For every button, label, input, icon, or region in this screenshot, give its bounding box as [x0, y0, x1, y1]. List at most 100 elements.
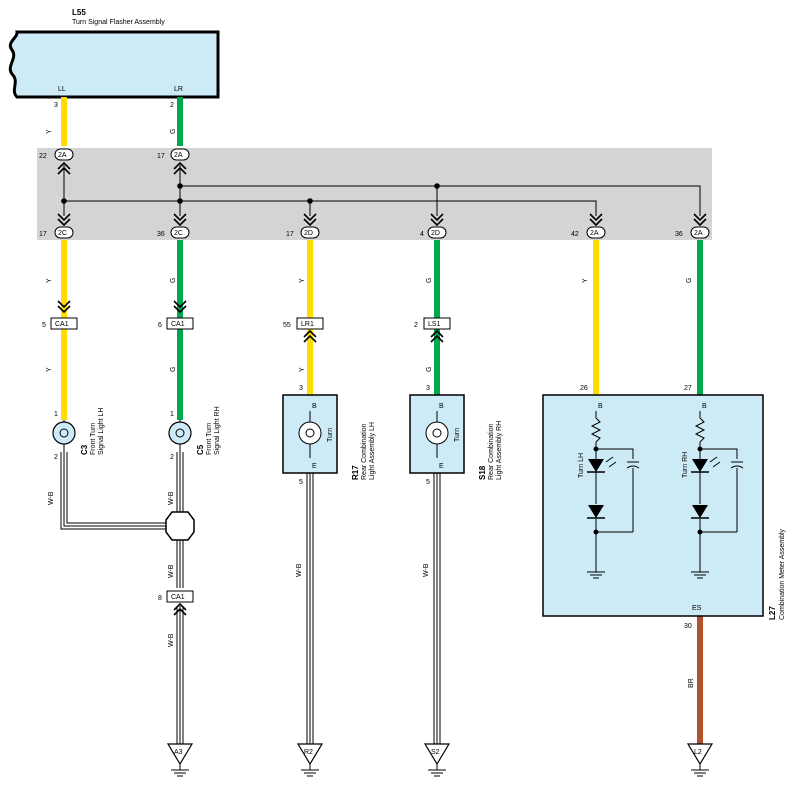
connector-pin: 36 — [675, 231, 683, 238]
connector-2a-36: 2A 36 — [675, 213, 710, 239]
connector-top-left: 2A 22 — [39, 148, 74, 175]
wire-code-wb: W-B — [168, 564, 175, 578]
connector-name: LR1 — [301, 321, 314, 328]
connector-2d-left: 2D 17 — [286, 213, 320, 239]
pin-top: 1 — [170, 411, 174, 418]
terminal-top: B — [312, 403, 317, 410]
connector-pin: 36 — [157, 231, 165, 238]
connector-2a-42: 2A 42 — [571, 213, 606, 239]
terminal-left: B — [598, 403, 603, 410]
wire-code-g: G — [170, 129, 177, 134]
pin-bottom: 5 — [299, 479, 303, 486]
rear-combination-light-rh: 3 B Turn E 5 S18 Rear Combination Light … — [409, 385, 503, 486]
wire-code-wb: W-B — [168, 491, 175, 505]
connector-pin: 6 — [158, 322, 162, 329]
front-turn-light-lh: 1 2 C3 Front Turn Signal Light LH — [52, 408, 105, 461]
connector-2c-right: 2C 36 — [157, 213, 190, 239]
connector-pin: 22 — [39, 153, 47, 160]
flasher-name: Turn Signal Flasher Assembly — [72, 19, 165, 26]
wire-code-y: Y — [46, 129, 53, 134]
connector-name: 2C — [174, 230, 183, 237]
junction-block — [37, 148, 712, 240]
ground-label: S2 — [431, 749, 440, 756]
pin-bottom: 5 — [426, 479, 430, 486]
ground-label: L2 — [694, 749, 702, 756]
lamp-label: Turn — [327, 428, 334, 442]
terminal-bottom: E — [312, 463, 317, 470]
flasher-pin-lr-no: 2 — [170, 102, 174, 109]
component-line2: Light Assembly LH — [369, 422, 376, 480]
connector-pin: 8 — [158, 595, 162, 602]
pin-bottom: 30 — [684, 623, 692, 630]
pin-top: 3 — [299, 385, 303, 392]
component-line1: Rear Combination — [488, 423, 495, 480]
wire-code-wb: W-B — [423, 563, 430, 577]
connector-lr1: LR1 55 — [283, 317, 324, 343]
ground-a3: A3 — [166, 743, 194, 777]
connector-ls1: LS1 2 — [414, 317, 451, 343]
wire-brown-meter-ground — [697, 616, 703, 746]
wire-yellow-front-lh — [61, 240, 67, 420]
connector-ca1-left: CA1 5 — [42, 300, 78, 330]
component-line1: Front Turn — [90, 423, 97, 455]
connector-name: 2C — [58, 230, 67, 237]
wire-code-y: Y — [299, 367, 306, 372]
wire-code-g: G — [170, 278, 177, 283]
wb-ground-wires — [60, 452, 441, 744]
component-line1: Rear Combination — [361, 423, 368, 480]
component-line2: Light Assembly RH — [496, 421, 503, 480]
wire-code-g: G — [170, 367, 177, 372]
wire-code-wb: W-B — [296, 563, 303, 577]
indicator-right-label: Turn RH — [682, 452, 689, 478]
pin-top: 1 — [54, 411, 58, 418]
connector-pin: 42 — [571, 231, 579, 238]
lamp-label: Turn — [454, 428, 461, 442]
connector-2c-left: 2C 17 — [39, 213, 74, 239]
connector-row: 2C 17 2C 36 2D 17 2D 4 2A 42 — [39, 213, 710, 239]
connector-name: CA1 — [171, 321, 185, 328]
wire-code-wb: W-B — [168, 633, 175, 647]
connector-pin: 4 — [420, 231, 424, 238]
component-id: L27 — [768, 606, 777, 620]
component-line2: Signal Light LH — [98, 408, 105, 455]
wire-code-y: Y — [299, 278, 306, 283]
flasher-pin-lr-label: LR — [174, 86, 183, 93]
ground-label: R2 — [304, 749, 313, 756]
rear-combination-light-lh: 3 B Turn E 5 R17 Rear Combination Light … — [282, 385, 376, 486]
wire-code-g: G — [686, 278, 693, 283]
terminal-bottom: E — [439, 463, 444, 470]
connector-name: 2A — [58, 152, 67, 159]
indicator-left-label: Turn LH — [578, 453, 585, 478]
wire-green-front-rh — [177, 240, 183, 420]
pin-left: 26 — [580, 385, 588, 392]
flasher-box — [8, 30, 220, 99]
connector-pin: 5 — [42, 322, 46, 329]
turn-rh-circuit — [694, 411, 744, 568]
flasher-pin-ll-label: LL — [58, 86, 66, 93]
connector-pin: 2 — [414, 322, 418, 329]
wire-code-y: Y — [582, 278, 589, 283]
connector-ca1-ground: CA1 8 — [158, 590, 194, 616]
terminal-top: B — [439, 403, 444, 410]
wire-code-y: Y — [46, 367, 53, 372]
pin-top: 3 — [426, 385, 430, 392]
wire-green-meter — [697, 240, 703, 395]
component-id: R17 — [351, 465, 360, 480]
turn-lh-circuit — [590, 411, 640, 568]
wire-green-flasher — [177, 97, 183, 146]
terminal-right: B — [702, 403, 707, 410]
junction-dots — [61, 183, 440, 204]
combination-meter: 26 27 B B Turn LH — [542, 385, 786, 630]
wire-yellow-meter — [593, 240, 599, 395]
ground-s2: S2 — [423, 743, 451, 777]
ground-l2: L2 — [686, 743, 714, 777]
connector-name: CA1 — [55, 321, 69, 328]
pin-bottom: 2 — [54, 454, 58, 461]
connector-name: 2A — [694, 230, 703, 237]
connector-pin: 17 — [157, 153, 165, 160]
component-id: C3 — [80, 444, 89, 455]
pin-right: 27 — [684, 385, 692, 392]
connector-name: 2A — [590, 230, 599, 237]
component-line2: Signal Light RH — [214, 406, 221, 455]
connector-name: 2A — [174, 152, 183, 159]
